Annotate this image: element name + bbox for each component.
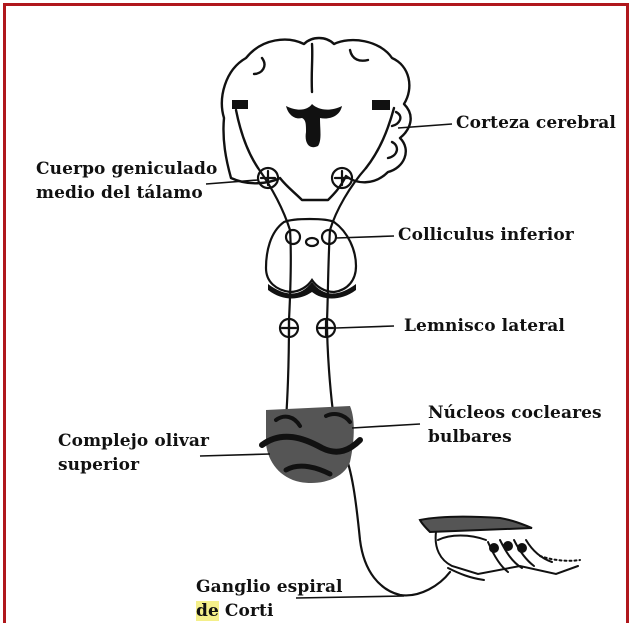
leader-olivar <box>200 454 270 456</box>
label-cuerpo-geniculado-2: medio del tálamo <box>36 182 203 204</box>
label-colliculus-inferior: Colliculus inferior <box>398 224 574 246</box>
leader-lemnisco <box>336 326 394 328</box>
leader-corteza <box>398 124 452 128</box>
inferior-colliculus-left <box>286 230 300 244</box>
label-lemnisco-lateral: Lemnisco lateral <box>404 315 565 337</box>
label-cuerpo-geniculado-1: Cuerpo geniculado <box>36 158 217 180</box>
leader-nucleos <box>352 424 420 428</box>
label-complejo-olivar-2: superior <box>58 454 139 476</box>
label-corti-word: Corti <box>219 601 274 621</box>
lateral-ventricle <box>286 104 342 147</box>
label-complejo-olivar-1: Complejo olivar <box>58 430 209 452</box>
highlighted-word: de <box>196 601 219 621</box>
longitudinal-fissure <box>312 44 313 92</box>
midbrain-outline <box>266 219 356 292</box>
organ-of-corti <box>420 517 580 580</box>
leader-colliculus <box>336 236 394 238</box>
label-nucleos-cocleares-2: bulbares <box>428 426 512 448</box>
label-corteza-cerebral: Corteza cerebral <box>456 112 616 134</box>
label-ganglio-espiral-2: de Corti <box>196 600 274 622</box>
label-nucleos-cocleares-1: Núcleos cocleares <box>428 402 602 424</box>
label-ganglio-espiral-1: Ganglio espiral <box>196 576 343 598</box>
